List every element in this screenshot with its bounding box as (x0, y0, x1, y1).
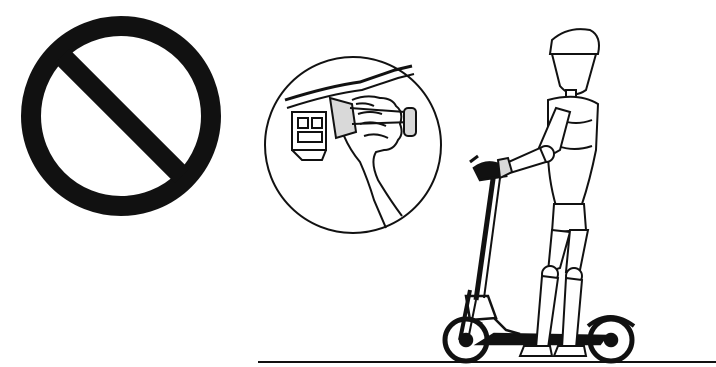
prohibition-icon (31, 26, 211, 206)
rider-figure (498, 29, 599, 356)
brake-lever-detail-callout (265, 57, 441, 233)
